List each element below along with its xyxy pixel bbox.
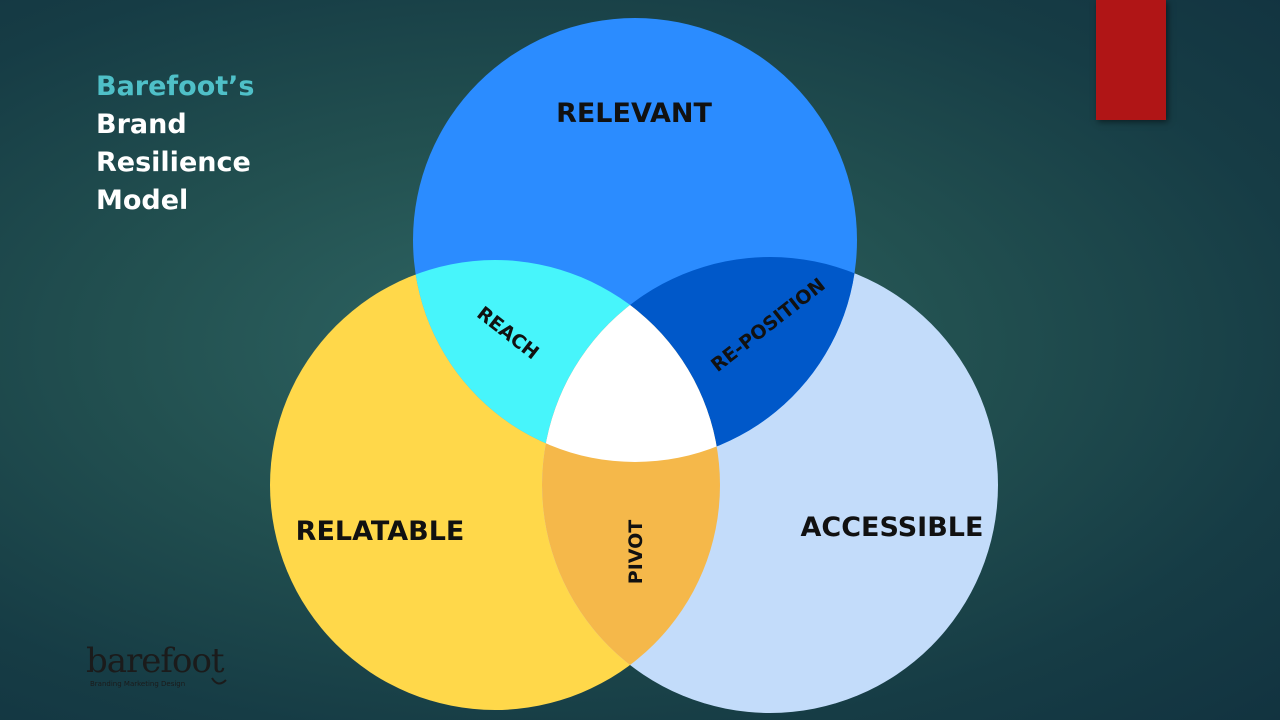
title-line-model: Model (96, 185, 189, 216)
barefoot-logo: barefoot Branding Marketing Design (86, 641, 227, 688)
slide-title: Barefoot’s Brand Resilience Model (96, 68, 255, 220)
title-line-barefoots: Barefoot’s (96, 71, 255, 102)
logo-tagline: Branding Marketing Design (90, 680, 185, 688)
logo-wordmark: barefoot (86, 641, 225, 681)
label-relevant: RELEVANT (556, 98, 712, 129)
center-overlap (542, 260, 720, 462)
title-line-resilience: Resilience (96, 147, 251, 178)
logo-swoosh (211, 677, 227, 685)
label-pivot: PIVOT (625, 520, 647, 585)
title-line-brand: Brand (96, 109, 187, 140)
label-accessible: ACCESSIBLE (801, 512, 984, 543)
label-relatable: RELATABLE (296, 516, 465, 547)
red-accent-bar (1096, 0, 1166, 120)
